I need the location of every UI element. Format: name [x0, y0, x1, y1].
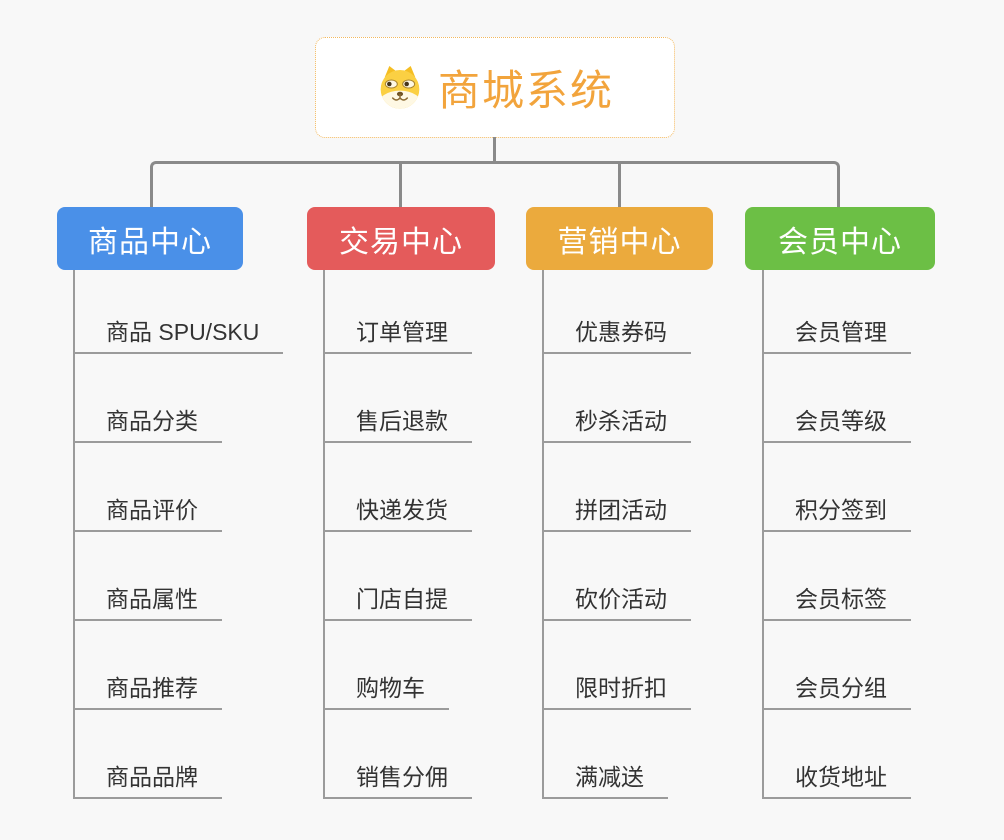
- branch-spine-connector: [762, 270, 764, 799]
- branch-children: 会员管理 会员等级 积分签到 会员标签 会员分组 收货地址: [762, 270, 911, 799]
- leaf-node[interactable]: 购物车: [323, 675, 449, 710]
- branch-node[interactable]: 商品中心: [57, 207, 243, 270]
- dog-face-icon: [376, 64, 424, 112]
- root-node[interactable]: 商城系统: [315, 37, 675, 138]
- branch-children: 订单管理 售后退款 快递发货 门店自提 购物车 销售分佣: [323, 270, 472, 799]
- leaf-node[interactable]: 优惠券码: [542, 319, 691, 354]
- leaf-node[interactable]: 积分签到: [762, 497, 911, 532]
- leaf-node[interactable]: 门店自提: [323, 586, 472, 621]
- leaf-node[interactable]: 砍价活动: [542, 586, 691, 621]
- leaf-node[interactable]: 秒杀活动: [542, 408, 691, 443]
- leaf-node[interactable]: 会员标签: [762, 586, 911, 621]
- leaf-node[interactable]: 拼团活动: [542, 497, 691, 532]
- leaf-node[interactable]: 商品推荐: [73, 675, 222, 710]
- leaf-node[interactable]: 订单管理: [323, 319, 472, 354]
- connector-root-drop: [493, 137, 496, 163]
- leaf-node[interactable]: 售后退款: [323, 408, 472, 443]
- branch-spine-connector: [542, 270, 544, 799]
- leaf-node[interactable]: 会员管理: [762, 319, 911, 354]
- branch-spine-connector: [323, 270, 325, 799]
- connector-elbow-left: [150, 161, 495, 207]
- leaf-node[interactable]: 商品 SPU/SKU: [73, 319, 284, 354]
- connector-drop: [618, 161, 621, 207]
- leaf-node[interactable]: 销售分佣: [323, 764, 472, 799]
- leaf-node[interactable]: 快递发货: [323, 497, 472, 532]
- branch-children: 优惠券码 秒杀活动 拼团活动 砍价活动 限时折扣 满减送: [542, 270, 691, 799]
- leaf-node[interactable]: 会员等级: [762, 408, 911, 443]
- connector-drop: [399, 161, 402, 207]
- leaf-node[interactable]: 限时折扣: [542, 675, 691, 710]
- branch-node[interactable]: 营销中心: [526, 207, 713, 270]
- leaf-node[interactable]: 商品品牌: [73, 764, 222, 799]
- branch-node[interactable]: 会员中心: [745, 207, 935, 270]
- leaf-node[interactable]: 商品评价: [73, 497, 222, 532]
- branch-spine-connector: [73, 270, 75, 799]
- leaf-node[interactable]: 商品分类: [73, 408, 222, 443]
- leaf-node[interactable]: 商品属性: [73, 586, 222, 621]
- leaf-node[interactable]: 会员分组: [762, 675, 911, 710]
- branch-node[interactable]: 交易中心: [307, 207, 495, 270]
- leaf-node[interactable]: 收货地址: [762, 764, 911, 799]
- leaf-node[interactable]: 满减送: [542, 764, 668, 799]
- root-title: 商城系统: [437, 67, 614, 114]
- branch-children: 商品 SPU/SKU 商品分类 商品评价 商品属性 商品推荐 商品品牌: [73, 270, 284, 799]
- connector-elbow-right: [495, 161, 840, 207]
